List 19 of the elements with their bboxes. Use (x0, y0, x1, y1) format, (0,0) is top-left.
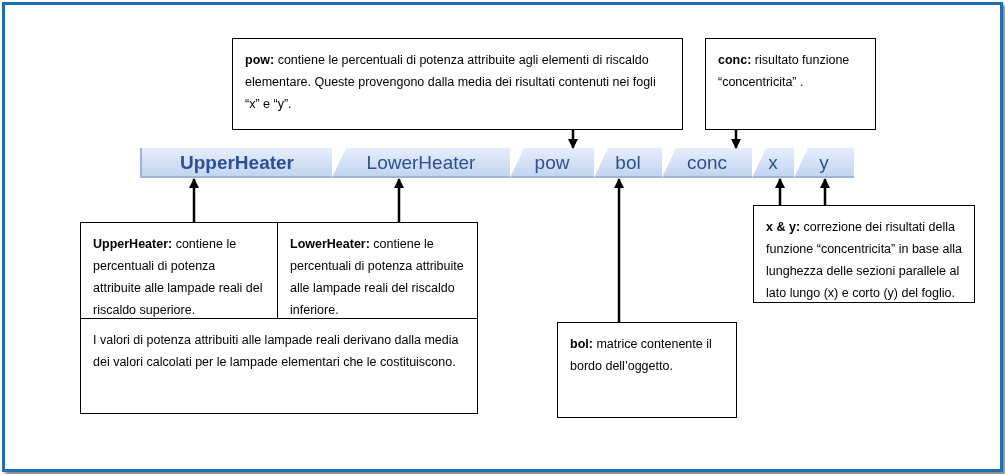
arrow (614, 178, 624, 322)
sheet-tab: bol (594, 148, 662, 178)
callout-box: LowerHeater: contiene le percentuali di potenza attribuite alle lampade reali del riscaldo inferiore. (277, 222, 478, 319)
sheet-tab: conc (662, 148, 752, 178)
note-box: I valori di potenza attribuiti alle lampade reali derivano dalla media dei valori calcolati per le lampade elementari che le costituiscono. (80, 318, 478, 414)
arrow (775, 178, 785, 205)
arrow (189, 178, 199, 222)
arrow (394, 178, 404, 222)
sheet-tab: pow (510, 148, 594, 178)
callout-box: bol: matrice contenente il bordo dell’oggetto. (557, 322, 737, 418)
arrow (820, 178, 830, 205)
callout-box: UpperHeater: contiene le percentuali di potenza attribuite alle lampade reali del riscaldo superiore. (80, 222, 278, 319)
sheet-tab: UpperHeater (140, 148, 332, 178)
callout-box: pow: contiene le percentuali di potenza attribuite agli elementi di riscaldo elementare. Queste provengono dalla media dei risultati contenuti nei fogli “x” e “y”. (232, 38, 683, 130)
arrow (568, 130, 578, 149)
callout-box: x & y: correzione dei risultati della funzione “concentricita” in base alla lunghezza delle sezioni parallele al lato lungo (x) e corto (y) del foglio. (753, 205, 975, 303)
callout-box: conc: risultato funzione “concentricita” . (705, 38, 876, 130)
sheet-tab: LowerHeater (332, 148, 510, 178)
arrow (731, 130, 741, 149)
